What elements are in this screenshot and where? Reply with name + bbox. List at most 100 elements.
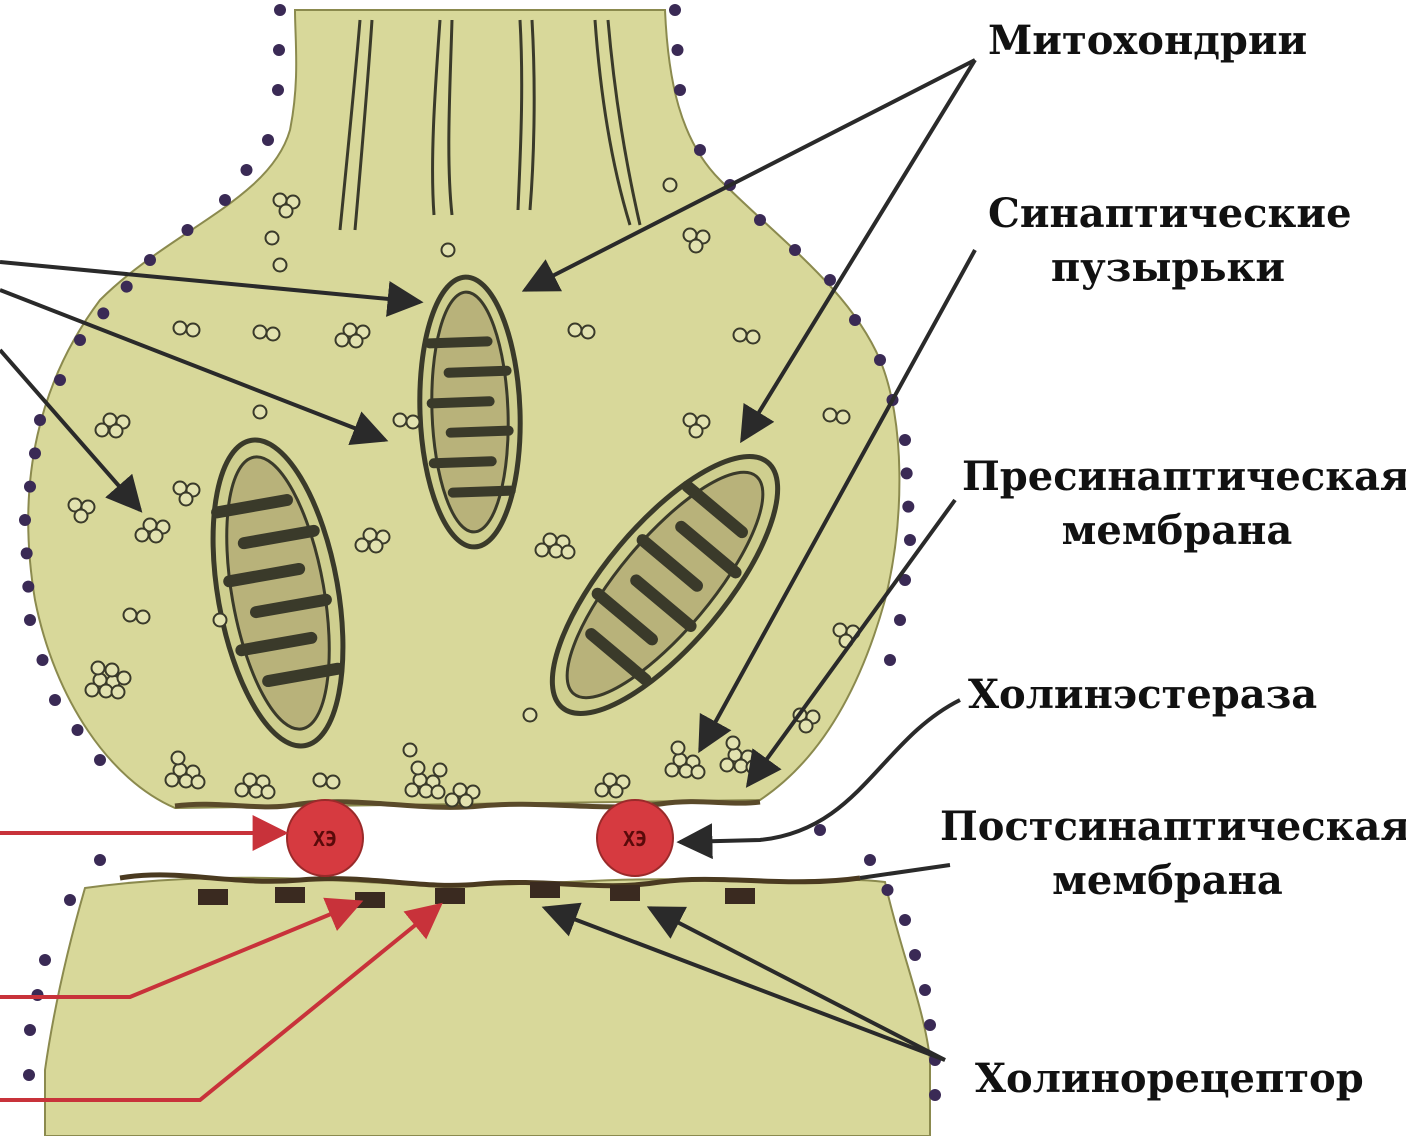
outline-dot xyxy=(121,281,133,293)
label-synaptic-vesicles: Синаптические пузырьки xyxy=(988,187,1348,295)
synaptic-vesicle xyxy=(254,326,267,339)
outline-dot xyxy=(24,614,36,626)
synaptic-vesicle xyxy=(192,776,205,789)
synaptic-cleft xyxy=(170,812,780,867)
outline-dot xyxy=(899,434,911,446)
outline-dot xyxy=(29,447,41,459)
outline-dot xyxy=(241,164,253,176)
synaptic-vesicle xyxy=(460,795,473,808)
synaptic-vesicle xyxy=(407,416,420,429)
outline-dot xyxy=(901,467,913,479)
synaptic-vesicle xyxy=(174,322,187,335)
outline-dot xyxy=(144,254,156,266)
synaptic-vesicle xyxy=(734,329,747,342)
outline-dot xyxy=(22,581,34,593)
synaptic-vesicle xyxy=(370,540,383,553)
synaptic-vesicle xyxy=(124,609,137,622)
synaptic-vesicle xyxy=(266,232,279,245)
synaptic-vesicle xyxy=(666,764,679,777)
synaptic-vesicle xyxy=(106,664,119,677)
outline-dot xyxy=(814,824,826,836)
synaptic-vesicle xyxy=(582,326,595,339)
synaptic-vesicle xyxy=(137,611,150,624)
label-postsynaptic-membrane: Постсинаптическая мембрана xyxy=(940,800,1395,908)
outline-dot xyxy=(904,534,916,546)
synaptic-vesicle xyxy=(837,411,850,424)
cholinoreceptor xyxy=(355,892,385,908)
synaptic-vesicle xyxy=(562,546,575,559)
outline-dot xyxy=(674,84,686,96)
synaptic-vesicle xyxy=(187,324,200,337)
outline-dot xyxy=(929,1089,941,1101)
outline-dot xyxy=(94,754,106,766)
synaptic-vesicle xyxy=(394,414,407,427)
synaptic-vesicle xyxy=(356,539,369,552)
label-presynaptic-membrane-line1: Пресинаптическая xyxy=(962,450,1392,504)
cholinoreceptor xyxy=(610,885,640,901)
outline-dot xyxy=(884,654,896,666)
synaptic-vesicle xyxy=(110,425,123,438)
synaptic-vesicle xyxy=(214,614,227,627)
synaptic-vesicle xyxy=(432,786,445,799)
label-postsynaptic-membrane-line1: Постсинаптическая xyxy=(940,800,1395,854)
synaptic-vesicle xyxy=(314,774,327,787)
outline-dot xyxy=(182,224,194,236)
outline-dot xyxy=(902,501,914,513)
synaptic-vesicle xyxy=(412,762,425,775)
synaptic-vesicle xyxy=(434,764,447,777)
synaptic-vesicle xyxy=(100,685,113,698)
cholinesterase-enzyme-right: ХЭ xyxy=(597,800,673,876)
outline-dot xyxy=(694,144,706,156)
synaptic-vesicle xyxy=(824,409,837,422)
synaptic-vesicle xyxy=(596,784,609,797)
synaptic-vesicle xyxy=(664,179,677,192)
synaptic-vesicle xyxy=(92,662,105,675)
synaptic-vesicle xyxy=(350,335,363,348)
outline-dot xyxy=(39,954,51,966)
outline-dot xyxy=(864,854,876,866)
outline-dot xyxy=(24,1024,36,1036)
label-synaptic-vesicles-line1: Синаптические xyxy=(988,187,1348,241)
cholinesterase-marker-text: ХЭ xyxy=(623,827,647,851)
synaptic-vesicle xyxy=(690,425,703,438)
outline-dot xyxy=(49,694,61,706)
outline-dot xyxy=(64,894,76,906)
outline-dot xyxy=(272,84,284,96)
cholinoreceptor xyxy=(275,887,305,903)
synaptic-vesicle xyxy=(280,205,293,218)
outline-dot xyxy=(24,481,36,493)
outline-dot xyxy=(54,374,66,386)
outline-dot xyxy=(669,4,681,16)
synaptic-vesicle xyxy=(692,766,705,779)
outline-dot xyxy=(219,194,231,206)
outline-dot xyxy=(894,614,906,626)
outline-dot xyxy=(824,274,836,286)
synaptic-vesicle xyxy=(262,786,275,799)
synaptic-vesicle xyxy=(86,684,99,697)
synaptic-vesicle xyxy=(747,331,760,344)
outline-dot xyxy=(34,414,46,426)
synaptic-vesicle xyxy=(404,744,417,757)
outline-dot xyxy=(23,1069,35,1081)
outline-dot xyxy=(97,307,109,319)
outline-dot xyxy=(262,134,274,146)
postsynaptic-cell xyxy=(45,878,930,1136)
synaptic-vesicle xyxy=(254,406,267,419)
outline-dot xyxy=(789,244,801,256)
synaptic-vesicle xyxy=(96,424,109,437)
synaptic-vesicle xyxy=(150,530,163,543)
synaptic-vesicle xyxy=(672,742,685,755)
outline-dot xyxy=(274,4,286,16)
label-presynaptic-membrane-line2: мембрана xyxy=(962,504,1392,558)
outline-dot xyxy=(37,654,49,666)
synaptic-vesicle xyxy=(735,760,748,773)
synaptic-vesicle xyxy=(136,529,149,542)
synaptic-vesicle xyxy=(536,544,549,557)
synaptic-vesicle xyxy=(569,324,582,337)
outline-dot xyxy=(74,334,86,346)
label-synaptic-vesicles-line2: пузырьки xyxy=(988,241,1348,295)
synaptic-vesicle xyxy=(236,784,249,797)
cholinoreceptor xyxy=(725,888,755,904)
